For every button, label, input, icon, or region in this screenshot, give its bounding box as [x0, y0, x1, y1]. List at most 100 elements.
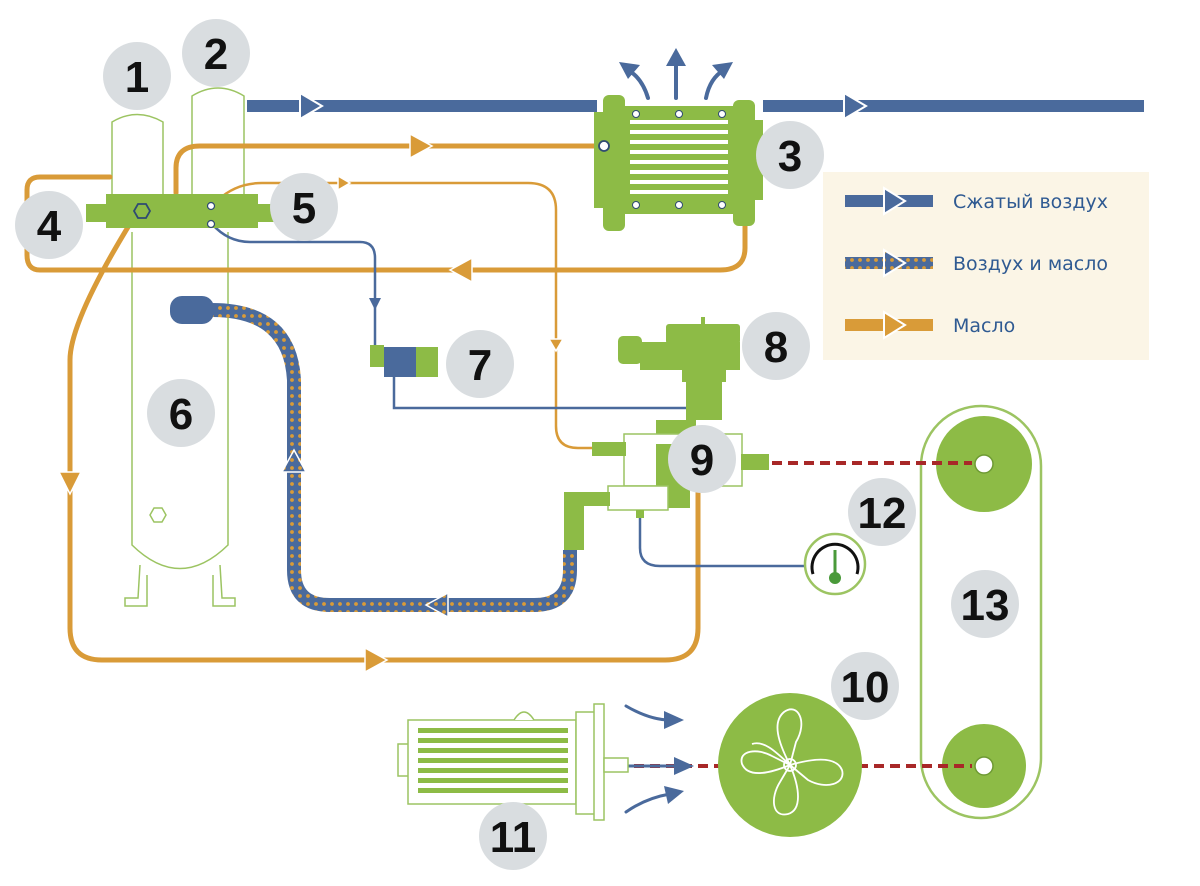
callout-2-label: 2 — [204, 30, 228, 79]
callout-10-label: 10 — [841, 663, 890, 712]
legend-arrow-compressed-air — [883, 186, 907, 216]
oil-lines — [24, 143, 748, 663]
cooler-left-head — [603, 95, 625, 231]
callout-13: 13 — [951, 570, 1019, 638]
arrow-air-oil-1 — [280, 448, 308, 473]
manifold-nut-icon — [132, 203, 152, 219]
callout-5-label: 5 — [292, 184, 316, 233]
arrow-oil-5 — [337, 174, 352, 192]
legend: Сжатый воздух Воздух и масло Масло — [823, 172, 1149, 360]
callout-12-circle — [848, 478, 916, 546]
upper-pulley-hub — [974, 454, 994, 474]
intake-filter-knob — [701, 317, 705, 325]
manifold-body — [106, 194, 258, 228]
callout-4-label: 4 — [37, 202, 62, 251]
arrow-air-2 — [843, 91, 868, 121]
arrow-oil-2 — [448, 256, 473, 284]
valve-body-green — [416, 347, 438, 377]
callout-2-circle — [182, 19, 250, 87]
callout-9-circle — [668, 425, 736, 493]
callout-7-circle — [446, 330, 514, 398]
filter-manifold — [86, 194, 278, 229]
legend-item-air-and-oil: Воздух и масло — [845, 248, 1108, 278]
airflow-arrow-3 — [624, 792, 672, 814]
arrow-air-1 — [299, 91, 324, 121]
exhaust-arrowheads — [619, 48, 733, 79]
arrow-oil-6 — [547, 338, 565, 353]
callout-3-label: 3 — [778, 132, 802, 181]
callout-10-circle — [831, 652, 899, 720]
legend-arrow-air-and-oil — [883, 248, 907, 278]
valve-nozzle — [370, 345, 384, 367]
cooler-right-head — [733, 100, 755, 226]
oil-lines-thin — [216, 181, 602, 450]
legend-label-compressed-air: Сжатый воздух — [953, 191, 1108, 213]
tank-leg-left — [124, 564, 148, 607]
callout-7-label: 7 — [468, 341, 492, 390]
lower-pulley-hub — [974, 756, 994, 776]
air-line-to-cooler — [247, 100, 597, 112]
motor-flange — [575, 711, 597, 815]
gauge-scale-arc — [810, 542, 860, 575]
oil-flow-arrows — [57, 132, 565, 674]
arrow-oil-1 — [409, 132, 434, 160]
arrow-air-oil-2 — [424, 591, 449, 619]
callout-3-circle — [756, 121, 824, 189]
callout-1-label: 1 — [125, 53, 149, 102]
compressed-air-line — [247, 91, 1144, 121]
callout-2: 2 — [182, 19, 250, 87]
motor-lifting-eye — [513, 711, 535, 721]
cooler-outlet-port — [739, 200, 749, 212]
control-line-valve-to-intake — [392, 373, 692, 410]
compressor-discharge-elbow — [564, 492, 610, 550]
callout-13-circle — [951, 570, 1019, 638]
motor-flange-plate — [593, 703, 605, 821]
callout-8-label: 8 — [764, 323, 788, 372]
legend-label-oil: Масло — [953, 315, 1015, 337]
tank-leg-right — [212, 564, 236, 607]
fan-icon — [740, 708, 844, 816]
legend-item-oil: Масло — [845, 310, 1015, 340]
cooler-bolts — [632, 110, 726, 209]
manifold-left-fitting — [86, 204, 110, 222]
legend-item-compressed-air: Сжатый воздух — [845, 186, 1108, 216]
oil-line-cooler-return — [24, 174, 748, 273]
intake-filter-inlet — [618, 336, 642, 364]
callout-11-label: 11 — [490, 813, 537, 862]
intake-throttle-body — [686, 382, 722, 420]
callout-5-circle — [270, 173, 338, 241]
callout-8-circle — [742, 312, 810, 380]
callout-5: 5 — [270, 173, 338, 241]
separator-filter-2 — [191, 87, 245, 196]
air-intake-filter — [618, 317, 740, 420]
legend-label-air-and-oil: Воздух и масло — [953, 253, 1108, 275]
tank-body — [131, 232, 229, 570]
manifold-port-lower — [206, 219, 216, 229]
compressor-sensor-port — [636, 510, 644, 518]
air-line-outlet — [763, 100, 1144, 112]
callout-13-label: 13 — [961, 581, 1010, 630]
callout-3: 3 — [756, 121, 824, 189]
callout-9: 9 — [668, 425, 736, 493]
callout-11: 11 — [479, 802, 547, 870]
callout-1-circle — [103, 42, 171, 110]
airflow-arrowheads — [664, 711, 694, 804]
inlet-control-valve — [370, 345, 438, 377]
screw-compressor-block — [564, 420, 769, 550]
oil-separator-tank — [111, 87, 245, 607]
pressure-gauge — [803, 532, 867, 596]
separator-filter-1 — [111, 113, 164, 196]
air-oil-hose-path — [211, 303, 577, 612]
compressor-drive-shaft — [741, 454, 769, 470]
callout-12-label: 12 — [858, 489, 907, 538]
oil-air-cooler — [594, 95, 763, 231]
oil-line-to-cooler — [173, 143, 599, 196]
control-line-to-gauge — [638, 508, 810, 568]
electric-motor — [397, 703, 629, 821]
oil-line-main-loop — [67, 211, 701, 663]
drain-plug-icon — [149, 507, 167, 523]
motor-shaft — [603, 757, 629, 773]
compressor-oil-inlet — [592, 442, 626, 456]
arrow-control — [369, 298, 381, 310]
control-lines — [210, 222, 810, 568]
